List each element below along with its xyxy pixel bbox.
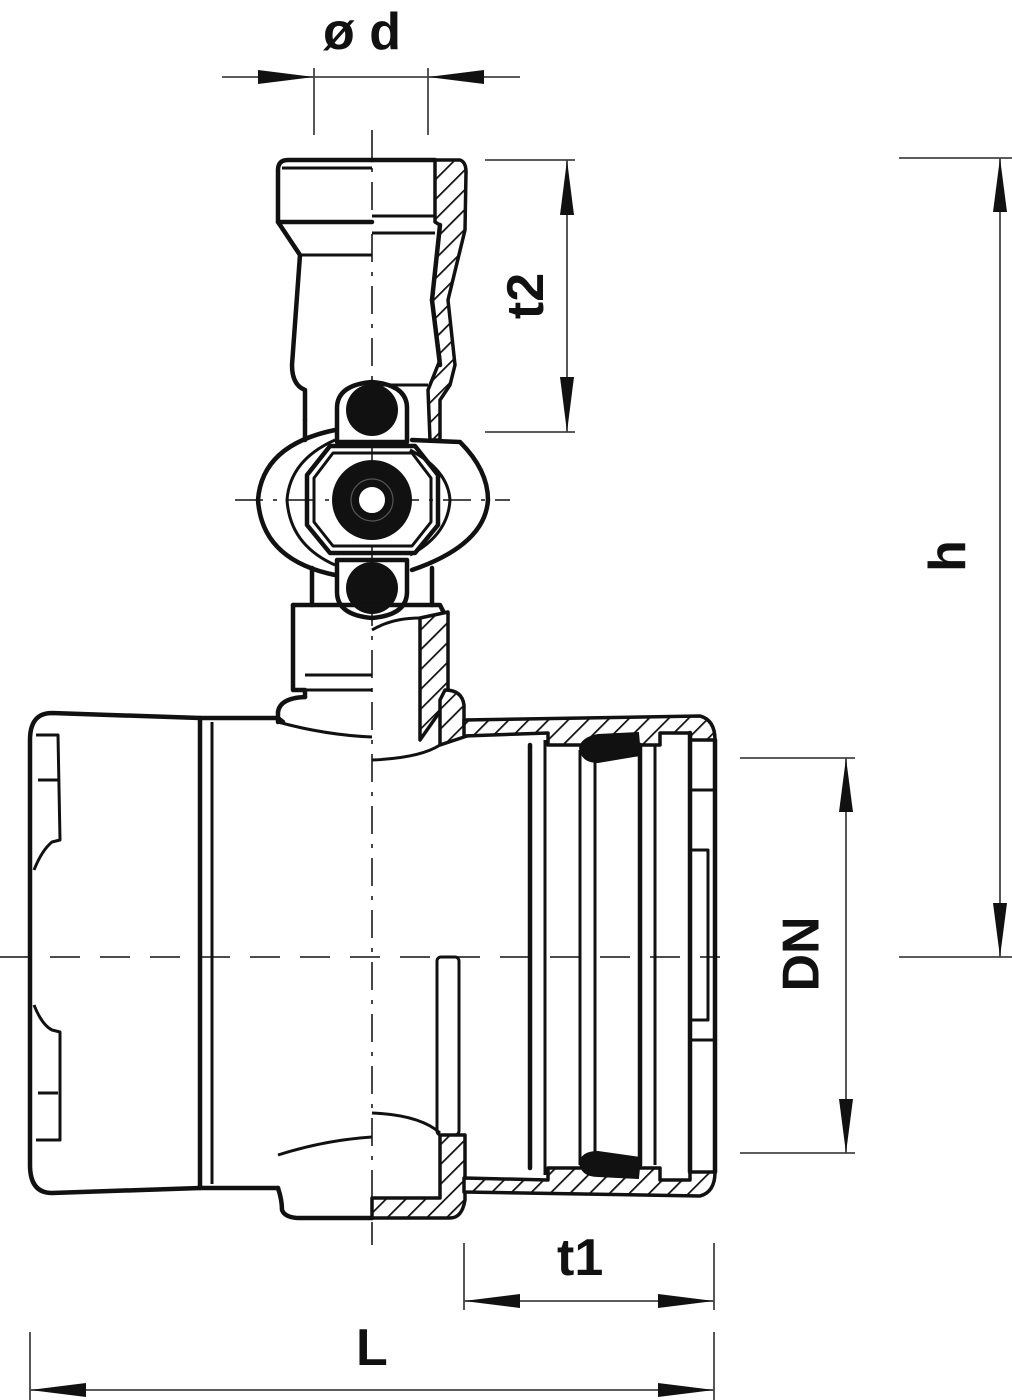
- label-socket-depth: t1: [557, 1229, 604, 1287]
- dim-height: [899, 157, 1012, 958]
- saddle-neck: [275, 602, 502, 747]
- dim-outlet-diameter: [222, 68, 520, 135]
- main-body: [27, 710, 718, 1221]
- outlet-spigot: [275, 157, 468, 442]
- dim-overall-length: [29, 1332, 715, 1400]
- dim-outlet-depth: [485, 159, 575, 433]
- terminal-connector: [255, 379, 491, 621]
- label-overall-length: L: [356, 1319, 388, 1377]
- dim-nominal-diameter: [740, 757, 855, 1154]
- label-height: h: [918, 540, 977, 572]
- dim-socket-depth: [463, 1243, 715, 1310]
- label-outlet-diameter: ø d: [323, 3, 401, 61]
- label-outlet-depth: t2: [497, 272, 556, 320]
- label-nominal-diameter: DN: [772, 916, 831, 992]
- center-lines: [0, 130, 720, 1245]
